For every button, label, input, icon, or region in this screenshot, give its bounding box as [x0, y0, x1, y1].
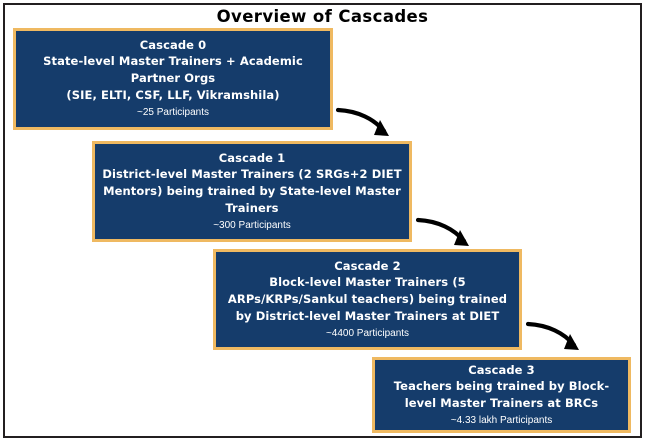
cascade-2-participants: ~4400 Participants [325, 327, 410, 339]
cascade-0-body-secondary: (SIE, ELTI, CSF, LLF, Vikramshila) [66, 88, 280, 102]
cascade-1-body: District-level Master Trainers (2 SRGs+2… [102, 166, 402, 215]
page-title: Overview of Cascades [216, 7, 429, 26]
cascade-3-body: Teachers being trained by Block-level Ma… [393, 378, 610, 410]
cascade-2-body: Block-level Master Trainers (5 ARPs/KRPs… [227, 274, 508, 323]
cascade-box-2[interactable]: Cascade 2 Block-level Master Trainers (5… [213, 249, 522, 350]
cascade-2-heading: Cascade 2 [334, 258, 401, 273]
cascade-box-3[interactable]: Cascade 3 Teachers being trained by Bloc… [372, 357, 631, 433]
cascade-box-1[interactable]: Cascade 1 District-level Master Trainers… [92, 141, 412, 242]
cascade-0-body: State-level Master Trainers + Academic P… [43, 54, 303, 85]
cascade-3-participants: ~4.33 lakh Participants [450, 414, 553, 426]
cascade-0-participants: ~25 Participants [137, 107, 209, 118]
cascade-3-heading: Cascade 3 [468, 362, 535, 377]
cascade-0-heading: Cascade 0 [139, 38, 207, 52]
cascade-1-participants: ~300 Participants [213, 219, 291, 231]
cascade-1-heading: Cascade 1 [218, 150, 286, 165]
cascade-box-0[interactable]: Cascade 0 State-level Master Trainers + … [13, 28, 333, 130]
